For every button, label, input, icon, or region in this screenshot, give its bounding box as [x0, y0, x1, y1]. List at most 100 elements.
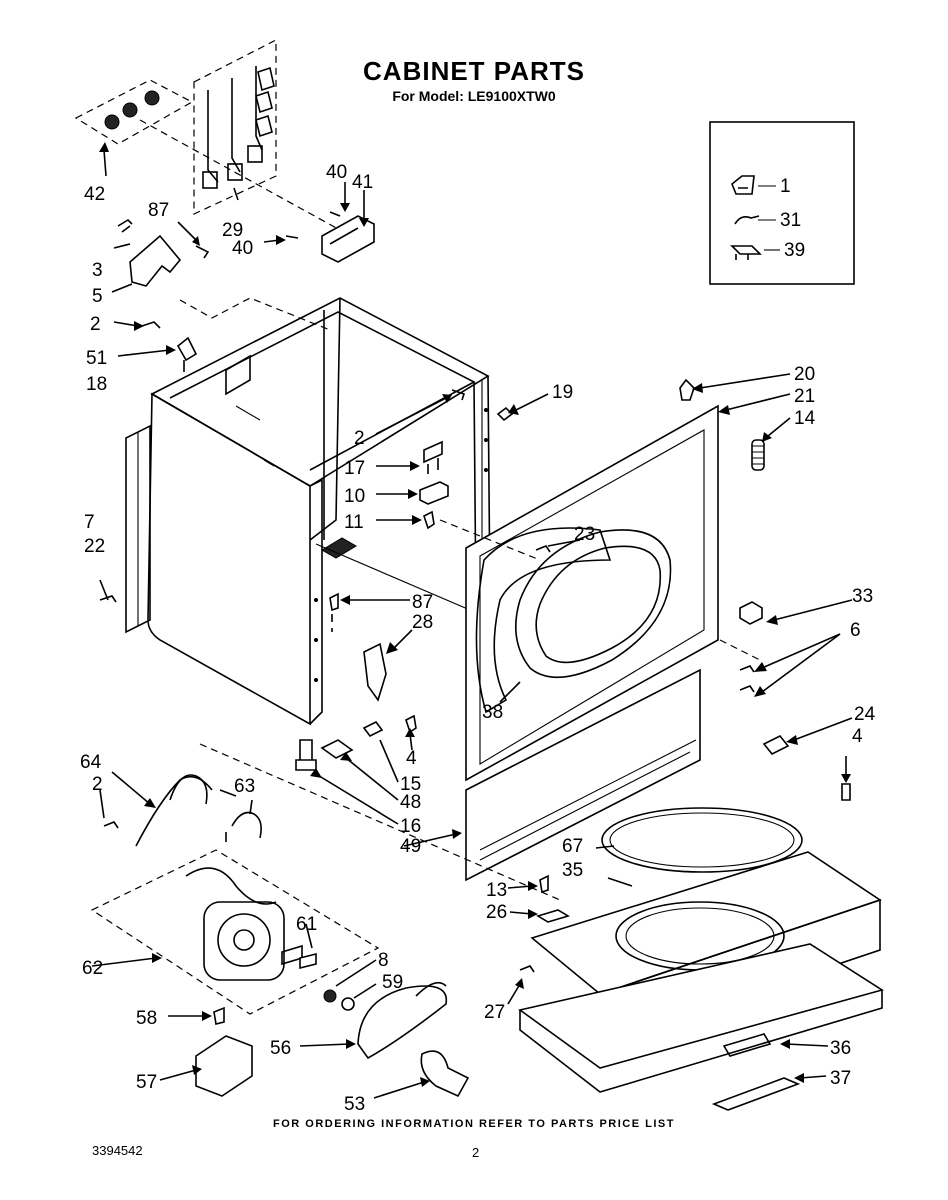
callout-2: 2 [90, 314, 101, 335]
callout-16: 16 [400, 816, 421, 837]
callout-2-mid: 2 [354, 428, 365, 449]
part-41-bracket [321, 215, 375, 263]
callout-27: 27 [484, 1002, 505, 1023]
inset-callout-31: 31 [780, 210, 801, 231]
part-67-seal-ring [601, 807, 803, 873]
callout-6: 6 [850, 620, 861, 641]
part-51-switch [176, 336, 198, 372]
left-small-parts [111, 218, 331, 372]
callout-35: 35 [562, 860, 583, 881]
callout-26: 26 [486, 902, 507, 923]
part-10-switch [419, 481, 449, 505]
part-18-cabinet-side [147, 392, 311, 726]
callout-5: 5 [92, 286, 103, 307]
callout-23: 23 [574, 524, 595, 545]
callout-labels: 42 29 40 41 40 87 3 5 2 51 18 19 2 17 10… [80, 162, 876, 1115]
motor-assembly [90, 849, 470, 1099]
callout-87-lower: 87 [412, 592, 433, 613]
callout-64: 64 [80, 752, 102, 773]
ordering-note: FOR ORDERING INFORMATION REFER TO PARTS … [273, 1118, 675, 1130]
callout-51: 51 [86, 348, 107, 369]
callout-3: 3 [92, 260, 103, 281]
part-56-belt [357, 985, 448, 1060]
callout-19: 19 [552, 382, 573, 403]
callout-22: 22 [84, 536, 105, 557]
part-63-clip [225, 811, 262, 842]
rear-post-parts [99, 389, 549, 702]
callout-57: 57 [136, 1072, 157, 1093]
part-37-foot-pad [711, 1077, 801, 1111]
part-13-screw [539, 874, 549, 894]
callout-56: 56 [270, 1038, 291, 1059]
part-21-front-panel [465, 404, 719, 782]
part-8-pulley [323, 989, 337, 1003]
callout-63: 63 [234, 776, 255, 797]
callout-49: 49 [400, 836, 421, 857]
callout-20: 20 [794, 364, 815, 385]
inset-frame [709, 121, 855, 285]
part-42-tray [74, 79, 194, 145]
callout-40: 40 [326, 162, 347, 183]
callout-11: 11 [344, 512, 364, 533]
part-15-clip [362, 720, 384, 738]
callout-87: 87 [148, 200, 169, 221]
callout-7: 7 [84, 512, 95, 533]
callout-67: 67 [562, 836, 583, 857]
part-7-rear-strip [125, 424, 151, 634]
part-28-bracket [363, 642, 387, 702]
part-11-screw [423, 510, 435, 530]
callout-38: 38 [482, 702, 503, 723]
part-39-shape [730, 245, 762, 260]
base-assembly [507, 717, 884, 1111]
document-number: 3394542 [92, 1143, 143, 1158]
callout-53: 53 [344, 1094, 365, 1115]
callout-29: 29 [222, 220, 243, 241]
part-14-spring [751, 439, 765, 471]
callout-33: 33 [852, 586, 873, 607]
part-58-screw [213, 1006, 225, 1025]
part-26-bracket [536, 909, 570, 923]
callout-10: 10 [344, 486, 365, 507]
part-20-knob [679, 378, 695, 401]
part-42-nut [104, 114, 120, 130]
callout-8: 8 [378, 950, 389, 971]
door-opening-outer [514, 529, 672, 679]
front-panel-assembly [439, 373, 853, 782]
callout-62: 62 [82, 958, 103, 979]
inset-parts-box: 1 31 39 [709, 121, 855, 285]
part-38-seal [475, 527, 612, 714]
lower-front-panel [403, 668, 701, 882]
callout-36: 36 [830, 1038, 851, 1059]
part-62-motor-outline [90, 849, 380, 1015]
part-17-bracket [423, 440, 443, 474]
part-16-leveling-leg [295, 739, 317, 771]
callout-24: 24 [854, 704, 876, 725]
callout-21: 21 [794, 386, 815, 407]
part-64-harness [135, 775, 213, 847]
part-31-shape [734, 215, 760, 225]
door-opening-inner [535, 545, 662, 664]
callout-2-left: 2 [92, 774, 103, 795]
top-hardware-group [74, 39, 375, 263]
part-61-switch [299, 952, 317, 970]
callout-14: 14 [794, 408, 816, 429]
part-53-idler [420, 1050, 470, 1098]
callout-17: 17 [344, 458, 365, 479]
callout-18: 18 [86, 374, 107, 395]
callout-42: 42 [84, 184, 105, 205]
page-title: CABINET PARTS [363, 56, 585, 86]
callout-61: 61 [296, 914, 317, 935]
callout-4: 4 [406, 748, 417, 769]
wiring-parts [99, 771, 262, 847]
part-19-clip [496, 406, 514, 422]
callout-59: 59 [382, 972, 403, 993]
cabinet-body [125, 297, 491, 726]
callout-37: 37 [830, 1068, 851, 1089]
inset-callout-39: 39 [784, 240, 805, 261]
part-57-bracket [195, 1035, 253, 1097]
part-24-clip [762, 734, 790, 756]
part-5-plate [129, 234, 182, 287]
lower-middle-parts [199, 714, 561, 901]
callout-15: 15 [400, 774, 421, 795]
